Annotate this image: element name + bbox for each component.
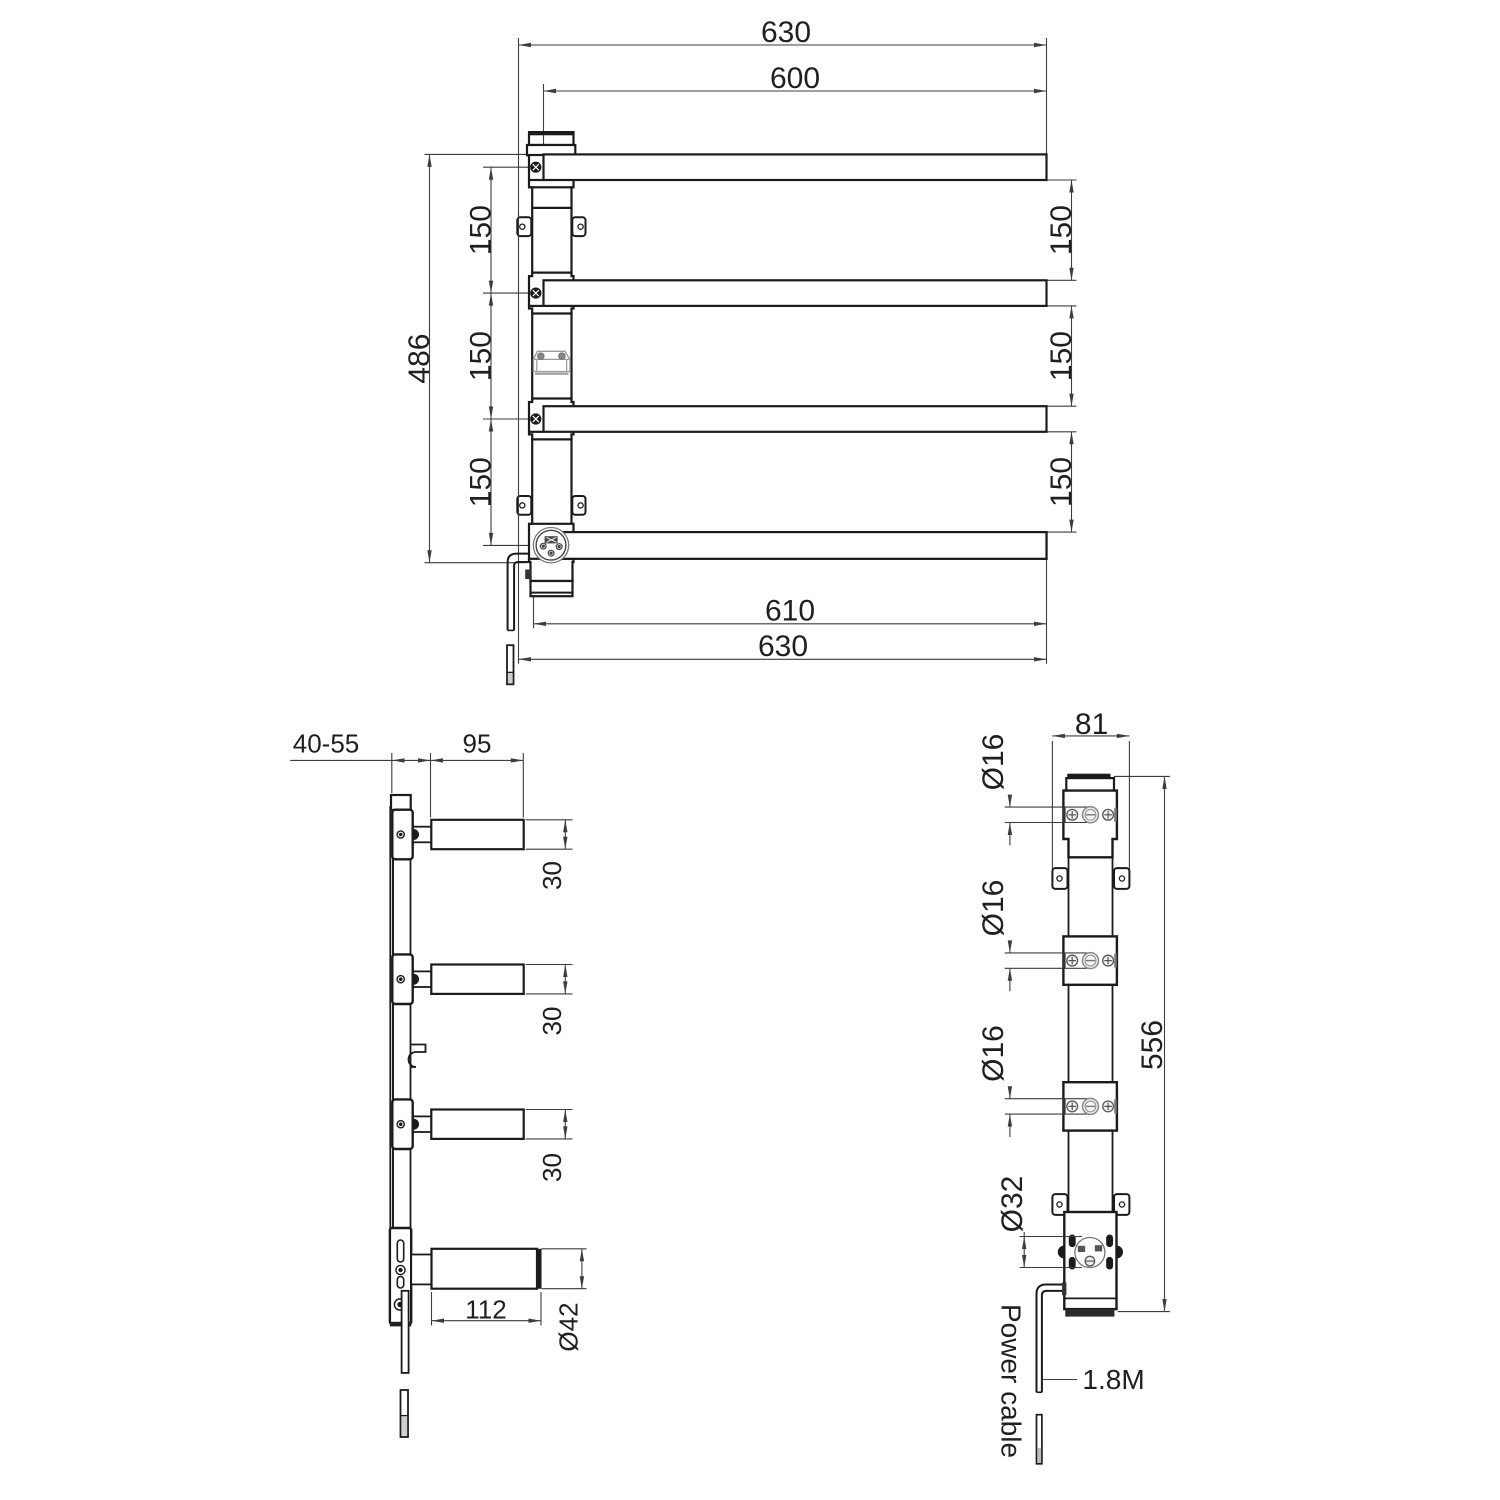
svg-text:610: 610 [765, 595, 815, 628]
svg-text:30: 30 [537, 1007, 567, 1036]
svg-text:Ø32: Ø32 [996, 1176, 1029, 1233]
svg-text:150: 150 [464, 205, 497, 255]
svg-text:81: 81 [1075, 708, 1108, 741]
svg-text:150: 150 [464, 331, 497, 381]
svg-text:95: 95 [463, 728, 492, 758]
svg-text:150: 150 [1045, 331, 1078, 381]
svg-text:Ø16: Ø16 [977, 880, 1010, 937]
svg-text:Power cable: Power cable [995, 1304, 1026, 1458]
svg-text:630: 630 [758, 630, 808, 663]
svg-text:Ø42: Ø42 [553, 1302, 583, 1351]
svg-text:1.8M: 1.8M [1082, 1364, 1144, 1395]
svg-text:40-55: 40-55 [293, 728, 360, 758]
svg-text:150: 150 [464, 457, 497, 507]
svg-text:486: 486 [403, 334, 436, 384]
svg-text:30: 30 [537, 861, 567, 890]
svg-text:150: 150 [1045, 205, 1078, 255]
svg-text:112: 112 [465, 1294, 506, 1324]
svg-text:600: 600 [770, 62, 820, 95]
svg-text:Ø16: Ø16 [977, 734, 1010, 791]
svg-text:150: 150 [1045, 457, 1078, 507]
svg-text:630: 630 [761, 16, 811, 49]
svg-text:556: 556 [1136, 1020, 1169, 1070]
svg-text:Ø16: Ø16 [977, 1025, 1010, 1082]
svg-text:30: 30 [537, 1153, 567, 1182]
